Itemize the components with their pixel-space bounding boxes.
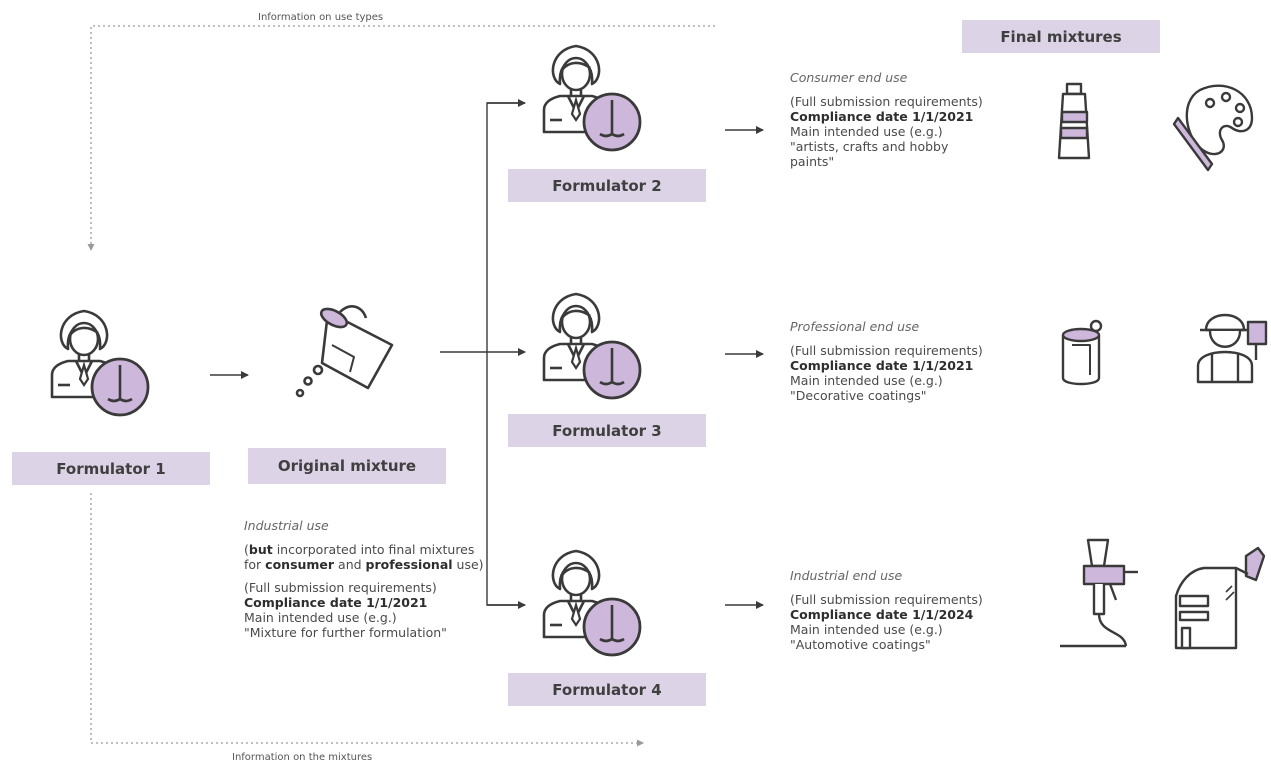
spray-gun-icon [1060,538,1138,648]
industrial-example: "Automotive coatings" [790,637,931,652]
info-use-types-label: Information on use types [258,12,384,23]
original-mixture-description: Industrial use (but incorporated into fi… [244,518,484,640]
formulator-4-icon [542,549,642,657]
original-note: (but incorporated into final mixtures fo… [244,542,484,572]
industrial-main-use: Main intended use (e.g.) [790,622,943,637]
consumer-req: (Full submission requirements) [790,94,983,109]
formulator-1-label: Formulator 1 [12,452,210,485]
consumer-use-type: Consumer end use [790,70,908,85]
professional-use-type: Professional end use [790,319,920,334]
car-spray-icon [1174,546,1266,650]
professional-compliance: Compliance date 1/1/2021 [790,358,974,373]
consumer-main-use: Main intended use (e.g.) [790,124,943,139]
professional-main-use: Main intended use (e.g.) [790,373,943,388]
paint-tube-icon [1057,82,1091,160]
professional-example: "Decorative coatings" [790,388,927,403]
industrial-description: Industrial end use (Full submission requ… [790,568,1025,652]
formulator-2-icon [542,44,642,152]
professional-description: Professional end use (Full submission re… [790,319,1025,403]
formulator-1-icon [50,309,150,417]
consumer-description: Consumer end use (Full submission requir… [790,70,1025,169]
final-mixtures-header: Final mixtures [962,20,1160,53]
paint-can-icon [1061,319,1103,386]
paint-bucket-icon [295,305,394,398]
consumer-example: "artists, crafts and hobby paints" [790,139,949,169]
info-mixtures-label: Information on the mixtures [232,752,373,763]
original-req: (Full submission requirements) [244,580,437,595]
formulator-3-label: Formulator 3 [508,414,706,447]
palette-brush-icon [1172,84,1254,172]
info-mixtures-line [90,493,644,747]
formulator-3-icon [542,292,642,400]
formulator-2-label: Formulator 2 [508,169,706,202]
original-mixture-label: Original mixture [248,448,446,484]
industrial-use-type: Industrial end use [790,568,903,583]
original-use-type: Industrial use [244,518,329,533]
original-example: "Mixture for further formulation" [244,625,447,640]
industrial-req: (Full submission requirements) [790,592,983,607]
original-main-use: Main intended use (e.g.) [244,610,397,625]
original-compliance: Compliance date 1/1/2021 [244,595,428,610]
industrial-compliance: Compliance date 1/1/2024 [790,607,974,622]
painter-worker-icon [1196,313,1268,384]
formulator-4-label: Formulator 4 [508,673,706,706]
professional-req: (Full submission requirements) [790,343,983,358]
consumer-compliance: Compliance date 1/1/2021 [790,109,974,124]
